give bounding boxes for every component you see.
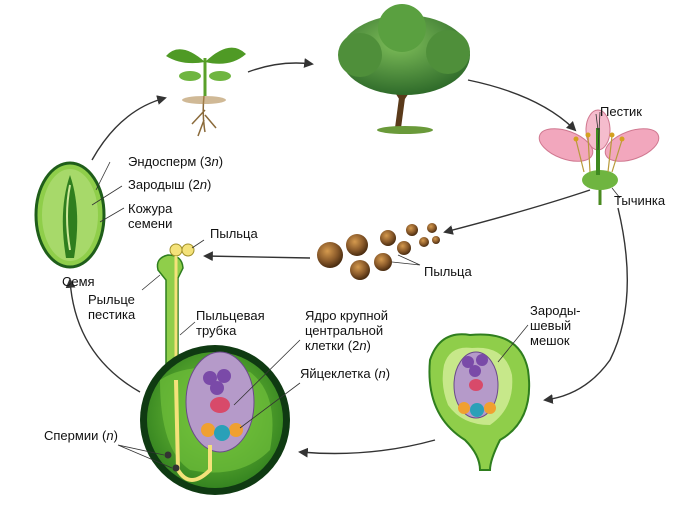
label-pollen-tube-line2: трубка <box>196 323 237 338</box>
arrow-seed-to-seedling <box>91 95 167 161</box>
label-embryo-sac-line3: мешок <box>530 333 570 348</box>
label-embryo-close: ) <box>207 177 212 192</box>
ovule-icon <box>117 339 301 495</box>
label-endosperm-ploidy: (3 <box>199 154 212 169</box>
label-central-ploidy: (2 <box>347 338 360 353</box>
label-central-close: ) <box>366 338 371 353</box>
label-endosperm: Эндосперм (3n) <box>128 154 223 169</box>
flower-icon <box>538 109 660 205</box>
arrow-flower-to-pollen <box>443 189 591 235</box>
pistil-stigma-icon <box>141 239 205 381</box>
arrow-tree-to-flower <box>467 79 577 132</box>
label-sperm-n: n <box>106 428 114 443</box>
label-pollen-left: Пыльца <box>210 226 258 241</box>
label-endosperm-close: ) <box>218 154 224 169</box>
label-central-nucleus-text: клетки <box>305 338 345 353</box>
label-central-nucleus-line1: Ядро крупной <box>305 308 389 323</box>
label-central-n: n <box>359 338 367 353</box>
tree-icon <box>338 4 470 134</box>
label-embryo-sac-line2: шевый <box>530 318 572 333</box>
label-embryo-n: n <box>199 177 208 192</box>
label-egg-ploidy: ( <box>374 366 379 381</box>
label-stigma-line2: пестика <box>88 307 136 322</box>
arrow-flower-to-embryosac <box>543 207 628 404</box>
label-stigma-line1: Рыльце <box>88 292 135 307</box>
label-seed: Семя <box>62 274 95 289</box>
label-sperm-close: ) <box>113 428 118 443</box>
label-central-nucleus-line3: клетки (2n) <box>305 338 371 353</box>
embryo-sac-icon <box>428 324 531 471</box>
cycle-arrows <box>65 58 628 458</box>
label-embryo: Зародыш (2n) <box>128 177 211 192</box>
label-seed-coat-line2: семени <box>128 216 173 231</box>
label-endosperm-text: Эндосперм <box>128 154 197 169</box>
arrow-pollen-to-stigma <box>203 251 311 262</box>
label-central-nucleus-line2: центральной <box>305 323 384 338</box>
arrow-seedling-to-tree <box>247 58 314 73</box>
label-egg-cell: Яйцеклетка (n) <box>300 366 390 381</box>
label-pollen-tube-line1: Пыльцевая <box>196 308 265 323</box>
label-endosperm-n: n <box>211 154 219 169</box>
seed-icon <box>34 161 125 269</box>
label-embryo-text: Зародыш <box>128 177 185 192</box>
label-stamen: Тычинка <box>614 193 666 208</box>
label-embryo-sac-line1: Зароды- <box>530 303 581 318</box>
label-pistil: Пестик <box>600 104 642 119</box>
label-sperm-ploidy: ( <box>101 428 107 443</box>
label-seed-coat-line1: Кожура <box>128 201 173 216</box>
label-sperm: Спермии (n) <box>44 428 118 443</box>
label-pollen-right: Пыльца <box>424 264 472 279</box>
label-embryo-ploidy: (2 <box>188 177 200 192</box>
arrow-ovule-to-seed <box>65 278 141 393</box>
label-egg-close: ) <box>385 366 391 381</box>
label-egg-n: n <box>378 366 386 381</box>
arrow-embryosac-to-ovule <box>298 439 436 458</box>
label-sperm-text: Спермии <box>44 428 99 443</box>
label-egg-cell-text: Яйцеклетка <box>300 366 371 381</box>
seedling-icon <box>166 47 246 137</box>
pollen-icon <box>317 223 440 280</box>
